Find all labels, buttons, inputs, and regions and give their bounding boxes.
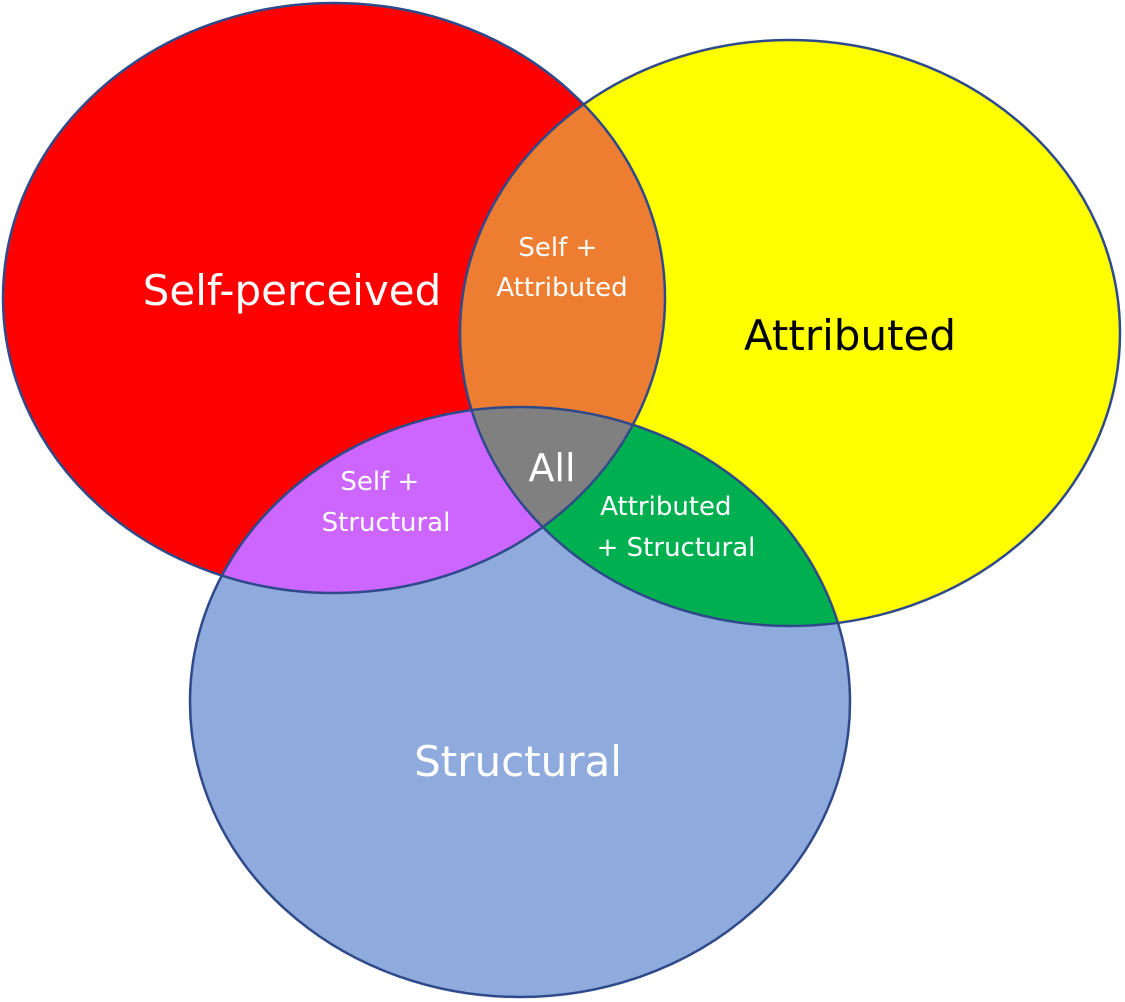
attributed-label: Attributed xyxy=(744,311,956,360)
self-structural-region xyxy=(190,407,665,593)
self-structural-label: Self + Structural xyxy=(322,467,451,538)
self-perceived-label: Self-perceived xyxy=(143,266,442,315)
attributed-structural-label: Attributed + Structural xyxy=(597,492,756,563)
structural-label: Structural xyxy=(414,737,622,786)
all-label: All xyxy=(528,446,575,490)
self-attributed-label: Self + Attributed xyxy=(496,233,627,303)
attributed-structural-region xyxy=(460,407,850,626)
